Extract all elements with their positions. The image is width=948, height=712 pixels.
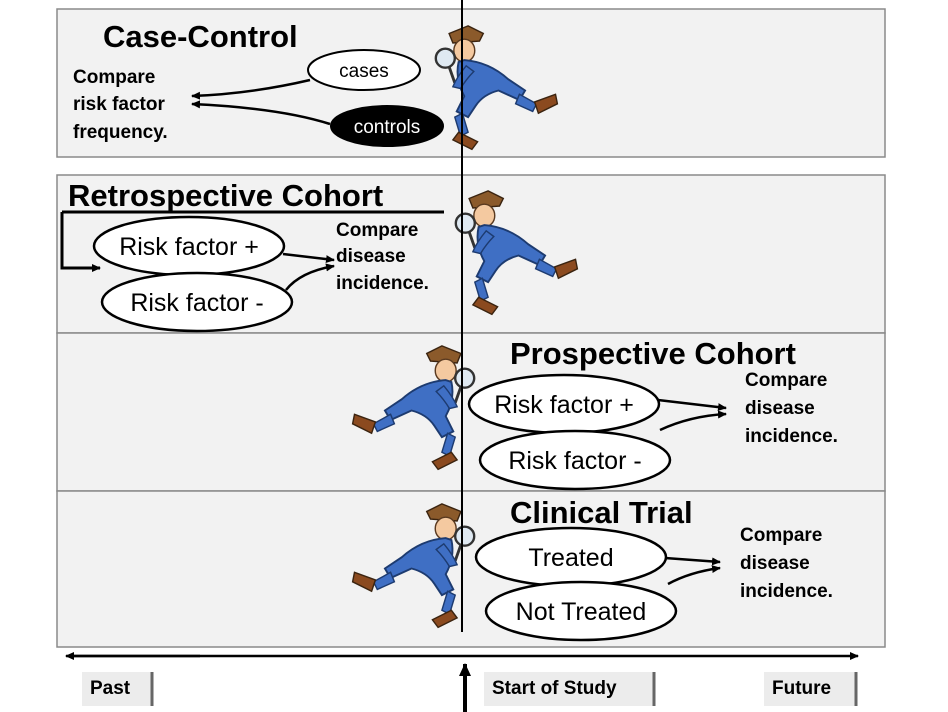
controls-arrow [191, 100, 331, 126]
retro-note-line-3: incidence. [336, 273, 429, 294]
pro-risk-minus-oval [478, 429, 672, 491]
pro-arrow-2 [659, 410, 727, 432]
future-label: Future [772, 678, 831, 699]
clinical-trial-title: Clinical Trial [510, 495, 693, 530]
trial-note-line-2: disease [740, 553, 810, 574]
prospective-title: Prospective Cohort [510, 336, 796, 371]
trial-arrow-1 [664, 556, 721, 566]
case-control-title: Case-Control [103, 19, 298, 54]
case-control-note-line-2: risk factor [73, 94, 165, 115]
controls-oval [330, 105, 444, 147]
pro-risk-plus-label: Risk factor + [494, 391, 634, 419]
start-of-study-label: Start of Study [492, 678, 617, 699]
start-of-study-label-box: Start of Study [484, 672, 656, 706]
past-label-box: Past [82, 672, 154, 706]
retrospective-title: Retrospective Cohort [68, 178, 383, 213]
retro-arrow-1 [282, 252, 335, 264]
pro-note-line-2: disease [745, 398, 815, 419]
treated-label: Treated [528, 544, 613, 572]
trial-note-line-1: Compare [740, 525, 822, 546]
not-treated-label: Not Treated [516, 598, 647, 626]
pro-arrow-1 [657, 398, 727, 412]
pro-note-line-1: Compare [745, 370, 827, 391]
retro-risk-minus-label: Risk factor - [130, 289, 263, 317]
case-control-note-line-1: Compare [73, 67, 155, 88]
trial-arrow-2 [667, 565, 721, 586]
retro-note-line-1: Compare [336, 220, 418, 241]
cases-arrow [191, 78, 311, 100]
controls-label: controls [354, 117, 421, 138]
trial-note-line-3: incidence. [740, 581, 833, 602]
past-label: Past [90, 678, 131, 699]
retro-risk-minus-oval [100, 271, 294, 333]
pro-risk-minus-label: Risk factor - [508, 447, 641, 475]
retro-note-line-2: disease [336, 246, 406, 267]
pro-note-line-3: incidence. [745, 426, 838, 447]
cases-oval [307, 49, 421, 91]
panel-clinical-trial [56, 490, 886, 648]
retro-risk-plus-label: Risk factor + [119, 233, 259, 261]
retro-arrow-2 [285, 263, 335, 291]
future-label-box: Future [764, 672, 858, 706]
cases-label: cases [339, 61, 389, 82]
not-treated-oval [484, 580, 678, 642]
retrospective-bracket-arrow [60, 212, 101, 272]
case-control-note-line-3: frequency. [73, 122, 168, 143]
